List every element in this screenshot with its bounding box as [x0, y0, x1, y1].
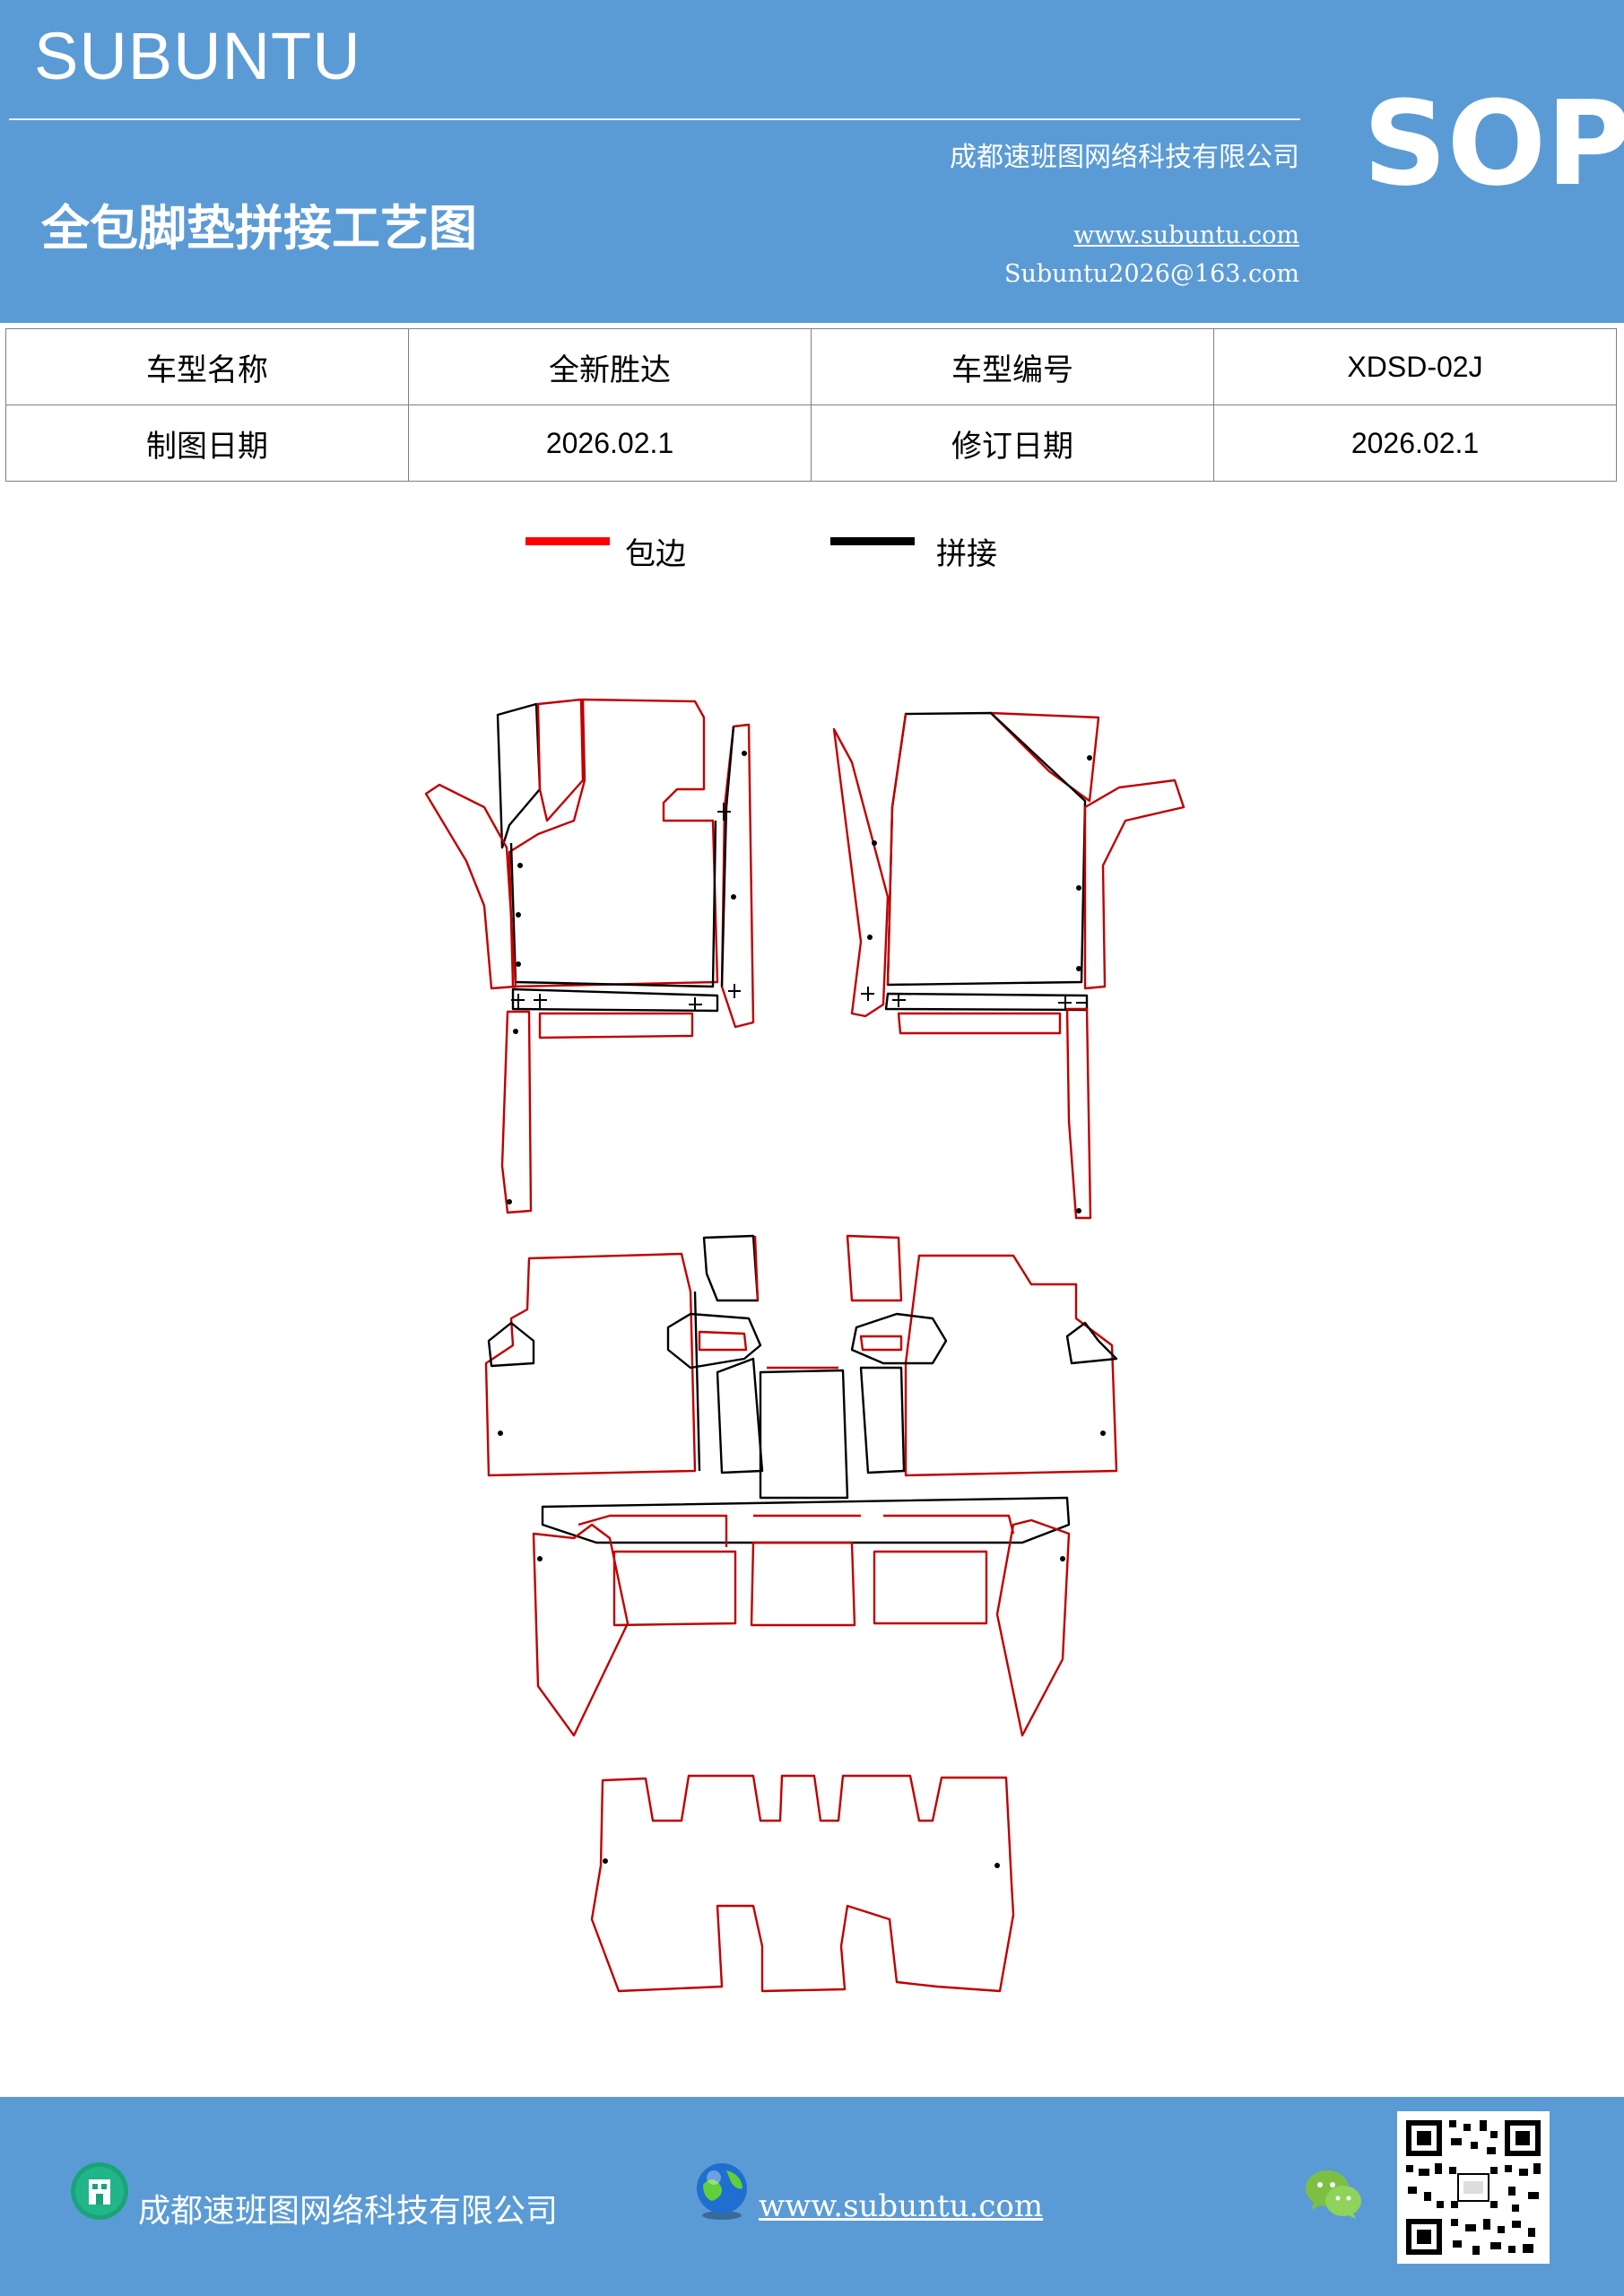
legend-label: 拼接: [936, 536, 997, 572]
second-row-mat: [484, 1234, 1118, 1500]
email-address: Subuntu2026@163.com: [1004, 260, 1299, 288]
legend-swatch-black: [830, 537, 915, 545]
legend: 包边 拼接: [0, 529, 1624, 574]
qr-code[interactable]: [1397, 2111, 1550, 2264]
globe-icon[interactable]: [690, 2160, 753, 2222]
table-cell: 制图日期: [5, 404, 409, 482]
third-row-mat: [590, 1774, 1015, 1993]
stitch-points: [498, 751, 1106, 1868]
table-cell: XDSD-02J: [1213, 328, 1617, 405]
website-link[interactable]: www.subuntu.com: [1073, 222, 1299, 249]
table-cell: 全新胜达: [408, 328, 812, 405]
table-cell: 2026.02.1: [1213, 404, 1617, 482]
header-divider: [9, 118, 1300, 120]
table-cell: 2026.02.1: [408, 404, 812, 482]
sop-badge: SOP: [1363, 75, 1624, 212]
info-table: 车型名称 全新胜达 车型编号 XDSD-02J 制图日期 2026.02.1 修…: [5, 328, 1617, 482]
splice-markers: [511, 803, 1087, 1012]
footer-company: 成都速班图网络科技有限公司: [138, 2193, 559, 2230]
table-row: 制图日期 2026.02.1 修订日期 2026.02.1: [5, 404, 1617, 482]
building-icon: [71, 2162, 128, 2220]
front-right-mat: [832, 711, 1185, 1220]
footer-website-link[interactable]: www.subuntu.com: [759, 2188, 1044, 2224]
wechat-icon[interactable]: [1304, 2169, 1363, 2221]
rear-strip-mat: [532, 1496, 1071, 1737]
table-row: 车型名称 全新胜达 车型编号 XDSD-02J: [5, 328, 1617, 405]
document-title: 全包脚垫拼接工艺图: [41, 199, 477, 257]
table-cell: 车型名称: [5, 328, 409, 405]
floor-mat-diagram: [424, 698, 1185, 1993]
footer-banner: 成都速班图网络科技有限公司 www.subuntu.com: [0, 2097, 1624, 2296]
company-name: 成都速班图网络科技有限公司: [950, 142, 1299, 173]
legend-label: 包边: [625, 536, 686, 572]
front-left-mat: [424, 698, 755, 1214]
table-cell: 修订日期: [811, 404, 1214, 482]
table-cell: 车型编号: [811, 328, 1214, 405]
brand-name: SUBUNTU: [34, 19, 361, 93]
header-banner: SUBUNTU 成都速班图网络科技有限公司 全包脚垫拼接工艺图 www.subu…: [0, 0, 1624, 323]
legend-swatch-red: [525, 537, 610, 545]
